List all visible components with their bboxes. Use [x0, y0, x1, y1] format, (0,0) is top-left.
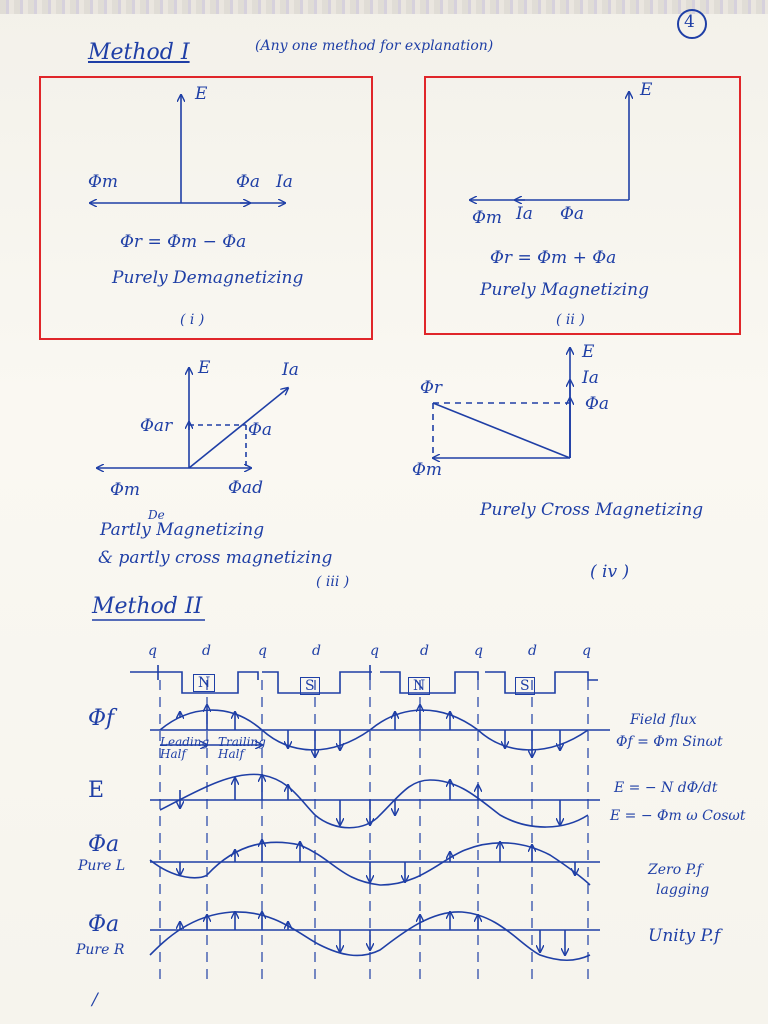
leading-half-label: Leading Half [160, 735, 210, 761]
row-label-phi-a-R: Φa [88, 912, 120, 937]
page-number: 4 [684, 12, 695, 32]
row-note-unity-pf: Unity P.f [648, 926, 721, 946]
method1-note: (Any one method for explanation) [255, 38, 494, 54]
axis-label-d: d [312, 643, 321, 659]
row-note-phi-f-eqn: Φf = Φm Sinωt [616, 734, 723, 750]
diag2-equation: Φr = Φm + Φa [490, 248, 617, 268]
axis-label-q: q [474, 643, 483, 659]
diag1-roman: ( i ) [180, 312, 205, 328]
diag3-caption-line1: Partly Magnetizing [100, 520, 265, 540]
diag1-label-phi-a: Φa [236, 172, 261, 192]
diag3-caption-line2: & partly cross magnetizing [98, 548, 333, 568]
diag4-label-Ia: Ia [582, 368, 599, 388]
diag1-label-phi-m: Φm [88, 172, 119, 192]
diag4-label-phi-m: Φm [412, 460, 443, 480]
row-sub-pure-R: Pure R [76, 942, 125, 958]
axis-label-d: d [202, 643, 211, 659]
diag2-label-phi-a: Φa [560, 204, 585, 224]
row-note-lagging: lagging [656, 882, 710, 898]
box-diagram-ii [424, 76, 741, 335]
box-diagram-i [39, 76, 373, 340]
diag4-label-phi-a: Φa [585, 394, 610, 414]
diag4-label-E: E [582, 342, 595, 362]
diag4-label-phi-r: Φr [420, 378, 443, 398]
axis-label-q: q [148, 643, 157, 659]
pole-S: S [515, 677, 535, 695]
pole-S: S [300, 677, 320, 695]
diag4-caption: Purely Cross Magnetizing [480, 500, 704, 520]
diag3-label-E: E [198, 358, 211, 378]
diag3-label-phi-ar: Φar [140, 416, 173, 436]
axis-label-q: q [370, 643, 379, 659]
torn-page-edge [0, 0, 768, 14]
diag2-roman: ( ii ) [556, 312, 585, 328]
axis-label-d: d [420, 643, 429, 659]
diag3-label-phi-a: Φa [248, 420, 273, 440]
pole-N: N [408, 677, 431, 695]
axis-label-q: q [582, 643, 591, 659]
diag2-label-E: E [640, 80, 653, 100]
diag3-label-phi-ad: Φad [228, 478, 263, 498]
diag3-label-phi-m: Φm [110, 480, 141, 500]
row-note-zero-pf: Zero P.f [648, 862, 702, 878]
method1-heading: Method I [88, 40, 190, 65]
trailing-half-label: Trailing Half [218, 735, 266, 761]
pole-N: N [193, 674, 216, 692]
row-label-phi-f: Φf [88, 706, 115, 731]
diag1-label-E: E [195, 84, 208, 104]
diag3-label-Ia: Ia [282, 360, 299, 380]
diag3-de-insert: De [148, 508, 165, 522]
diag2-label-phi-m: Φm [472, 208, 503, 228]
diag4-roman: ( iv ) [590, 562, 630, 582]
method2-heading: Method II [92, 594, 203, 619]
diag2-label-Ia: Ia [516, 204, 533, 224]
diag1-label-Ia: Ia [276, 172, 293, 192]
row-note-E-eqn1: E = − N dΦ/dt [614, 780, 718, 796]
diag1-caption: Purely Demagnetizing [112, 268, 304, 288]
row-sub-pure-L: Pure L [78, 858, 126, 874]
diag1-equation: Φr = Φm − Φa [120, 232, 247, 252]
row-note-field-flux: Field flux [630, 712, 697, 728]
row-note-E-eqn2: E = − Φm ω Cosωt [610, 808, 746, 824]
footer-mark: / [92, 990, 98, 1010]
diag3-roman: ( iii ) [316, 574, 350, 590]
axis-label-d: d [528, 643, 537, 659]
row-label-phi-a-L: Φa [88, 832, 120, 857]
row-label-E: E [88, 778, 105, 803]
diag2-caption: Purely Magnetizing [480, 280, 649, 300]
axis-label-q: q [258, 643, 267, 659]
